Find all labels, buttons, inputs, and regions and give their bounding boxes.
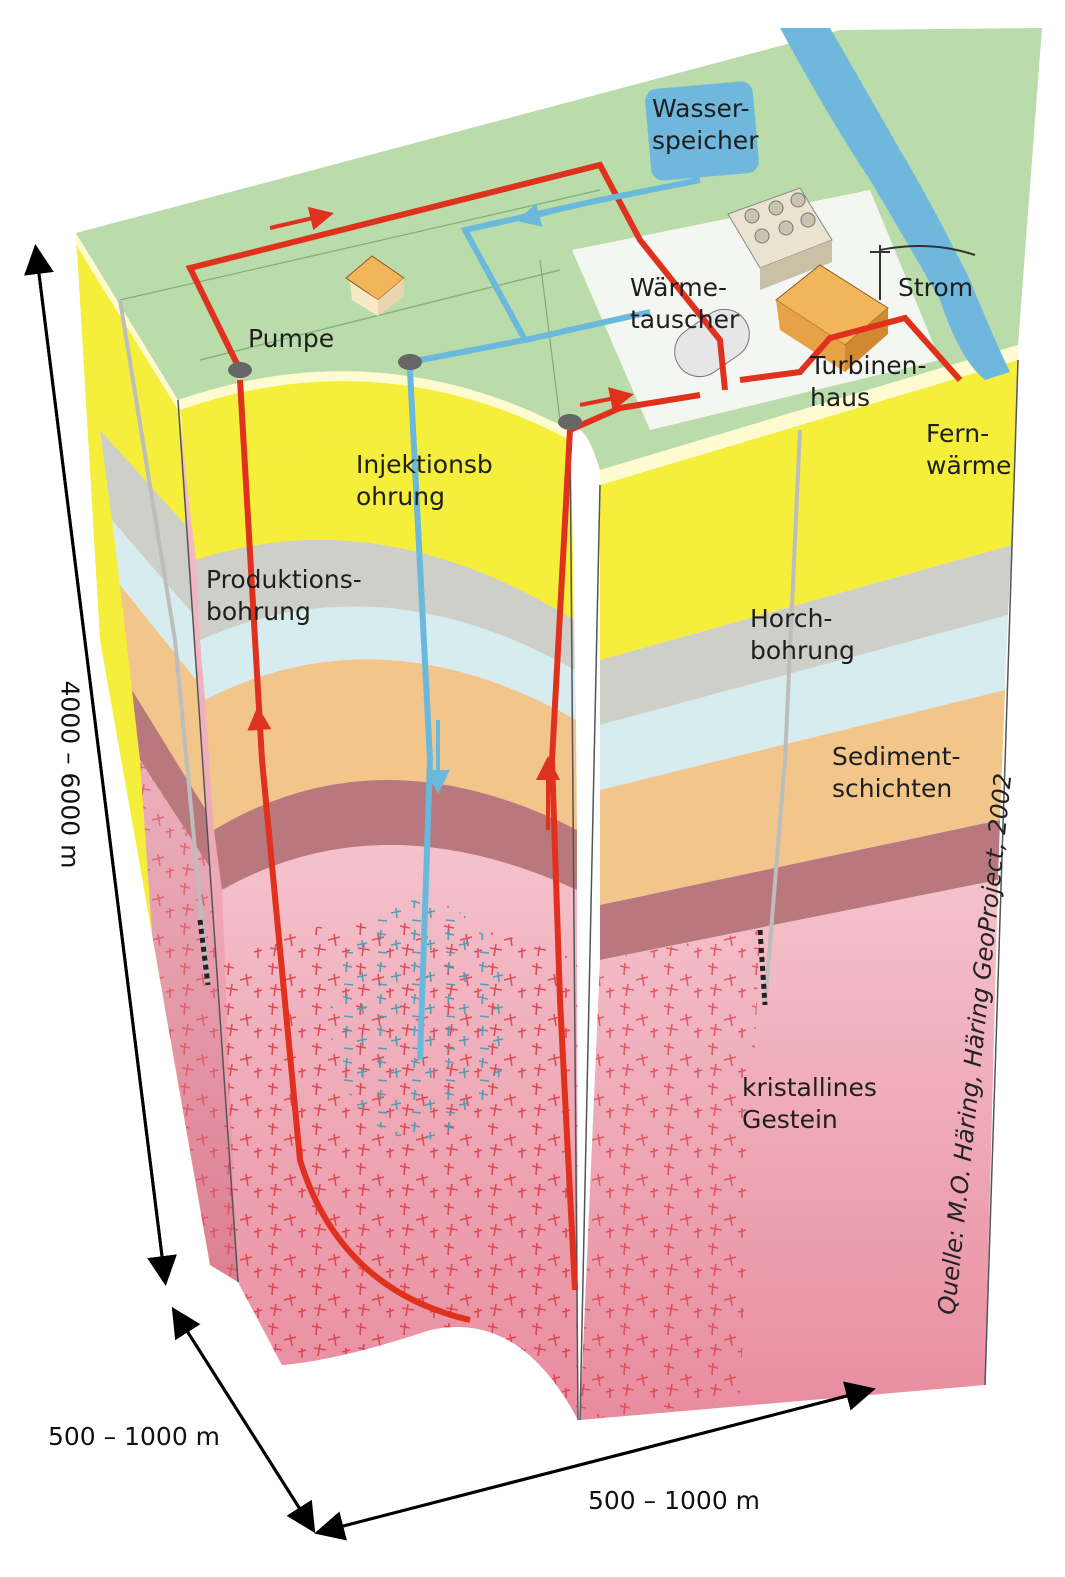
label-sedimentschichten: Sediment- schichten (832, 742, 961, 803)
label-depth: 4000 – 6000 m (55, 680, 85, 869)
monitoring-well (763, 429, 802, 1006)
injection-well (407, 369, 434, 1061)
pump-house-icon (345, 255, 405, 316)
label-fernwaerme: Fern- wärme (926, 419, 1012, 480)
label-width-right: 500 – 1000 m (588, 1486, 761, 1515)
production-well (237, 379, 471, 1323)
label-horchbohrung: Horch- bohrung (750, 604, 855, 665)
heat-exchanger-icon (674, 308, 750, 378)
label-produktionsbohrung: Produktions- bohrung (206, 565, 362, 626)
label-wasserspeicher: Wasser- speicher (652, 94, 759, 155)
label-waermetauscher: Wärme- tauscher (630, 273, 740, 334)
wellhead-icon (228, 362, 252, 378)
label-pumpe: Pumpe (248, 324, 335, 353)
power-line-icon (870, 245, 976, 300)
water-tank-icon (645, 81, 759, 181)
plant-area (572, 190, 940, 430)
wellhead-icon (398, 354, 422, 370)
dimension-arrows (24, 244, 876, 1541)
monitoring-well-left (118, 299, 210, 986)
label-turbinenhaus: Turbinen- haus (810, 351, 927, 412)
pipes (118, 161, 963, 1323)
wellhead-icon (558, 414, 582, 430)
cooling-unit-icon (727, 187, 833, 290)
front-right-face (579, 345, 1019, 1421)
label-width-left: 500 – 1000 m (48, 1422, 221, 1451)
label-strom: Strom (898, 273, 974, 302)
label-kristallines-gestein: kristallines Gestein (742, 1073, 877, 1134)
label-injektionsbohrung: Injektionsb ohrung (356, 450, 493, 511)
production-well-2 (548, 429, 578, 1291)
river (780, 28, 1010, 380)
front-left-face (177, 371, 579, 1421)
top-surface (76, 28, 1042, 470)
